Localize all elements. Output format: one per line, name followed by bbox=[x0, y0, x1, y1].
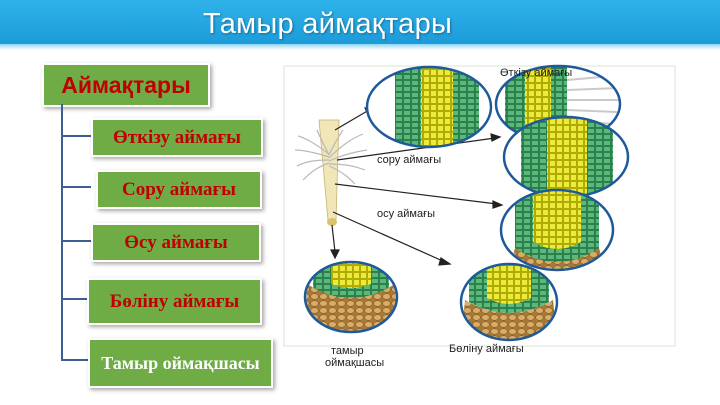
zone-root-cap-box: Тамыр оймақшасы bbox=[88, 338, 273, 388]
root-zones-box: Аймақтары bbox=[42, 63, 210, 107]
zone-growth-box: Өсу аймағы bbox=[91, 223, 261, 262]
label-root-cap: тамыр оймақшасы bbox=[325, 345, 384, 368]
label-absorption-zone: сору аймағы bbox=[377, 154, 441, 166]
label-conduction-zone: Өткізу аймағы bbox=[500, 67, 572, 79]
root-tip bbox=[327, 218, 337, 226]
connector-2 bbox=[61, 186, 91, 188]
conduction-circle bbox=[365, 65, 493, 149]
connector-4 bbox=[61, 298, 91, 300]
label-growth-zone: осу аймағы bbox=[377, 208, 435, 220]
header-shine bbox=[0, 44, 720, 50]
division-zone-cells bbox=[501, 190, 613, 270]
zone-conduction-box: Өткізу аймағы bbox=[91, 118, 263, 157]
header-bar bbox=[0, 0, 720, 50]
tree-trunk-line bbox=[61, 104, 63, 361]
label-division-zone: Бөліну аймағы bbox=[449, 343, 524, 355]
root-zones-illustration: Өткізу аймағы сору аймағы осу аймағы Бөл… bbox=[283, 64, 676, 368]
connector-5 bbox=[61, 359, 91, 361]
growth-zone-cells bbox=[504, 117, 628, 197]
connector-3 bbox=[61, 240, 91, 242]
zone-absorption-box: Сору аймағы bbox=[96, 170, 262, 209]
slide-title: Тамыр аймақтары bbox=[203, 8, 453, 40]
division-detail-cells bbox=[461, 264, 557, 340]
zone-division-box: Бөліну аймағы bbox=[87, 278, 262, 325]
connector-1 bbox=[61, 135, 91, 137]
root-cap-circle bbox=[303, 260, 399, 334]
root-cap-cells bbox=[305, 262, 397, 332]
root-hairs bbox=[294, 129, 368, 185]
label-root-cap-line2: оймақшасы bbox=[325, 357, 384, 368]
division-detail-circle bbox=[459, 262, 559, 342]
division-circle bbox=[499, 188, 615, 272]
label-root-cap-line1: тамыр bbox=[331, 345, 364, 357]
